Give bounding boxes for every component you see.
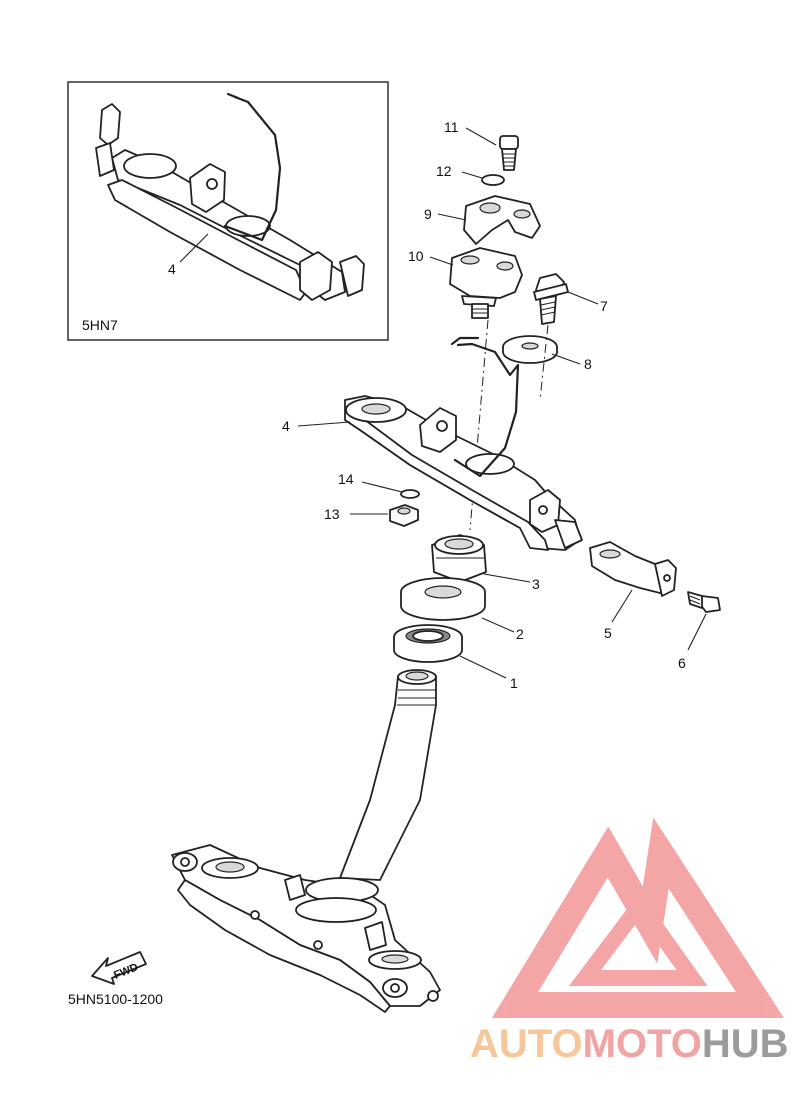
callout-14: 14 [338,471,354,487]
assembly-axis-bolt [539,324,549,401]
part-2-bearing-cover [400,577,486,621]
watermark-moto: MOTO [583,1022,702,1066]
part-10-lower-holder [449,247,523,319]
part-6-bolt [687,591,721,613]
fwd-arrow-icon: FWD [91,951,147,985]
diagram-code: 5HN5100-1200 [68,991,163,1007]
part-11-bolt [499,135,519,171]
part-3-ring-nut [431,534,487,583]
part-7-bolt [533,273,569,325]
callout-5: 5 [604,625,612,641]
inset-label: 5HN7 [82,317,118,333]
steering-stem-under-bracket [171,669,441,1013]
part-12-washer [481,174,505,186]
watermark-inner-triangle-icon [568,891,708,986]
callout-9: 9 [424,206,432,222]
callout-4: 4 [282,418,290,434]
part-5-stay [589,541,677,597]
inset-handle-crown [95,92,365,301]
watermark-triangle-icon [491,817,784,1018]
callout-13: 13 [324,506,340,522]
callout-6: 6 [678,655,686,671]
watermark-text: AUTOMOTOHUB [470,1022,789,1066]
watermark-logo [491,817,784,1018]
part-13-nut [389,504,419,527]
part-8-washer [502,335,558,364]
part-1-bearing [393,624,463,663]
inset-box: 5HN7 4 [67,81,389,341]
part-9-upper-holder [463,195,541,245]
watermark-auto: AUTO [470,1022,583,1066]
callout-12: 12 [436,163,452,179]
callout-1: 1 [510,675,518,691]
callout-7: 7 [600,298,608,314]
watermark-hub: HUB [702,1022,789,1066]
callout-8: 8 [584,356,592,372]
callout-3: 3 [532,576,540,592]
part-14-washer [400,489,420,499]
callout-11: 11 [444,119,459,135]
callout-10: 10 [408,248,424,264]
part-4-handle-crown [344,336,583,551]
callout-4-inset: 4 [168,261,176,277]
callout-2: 2 [516,626,524,642]
